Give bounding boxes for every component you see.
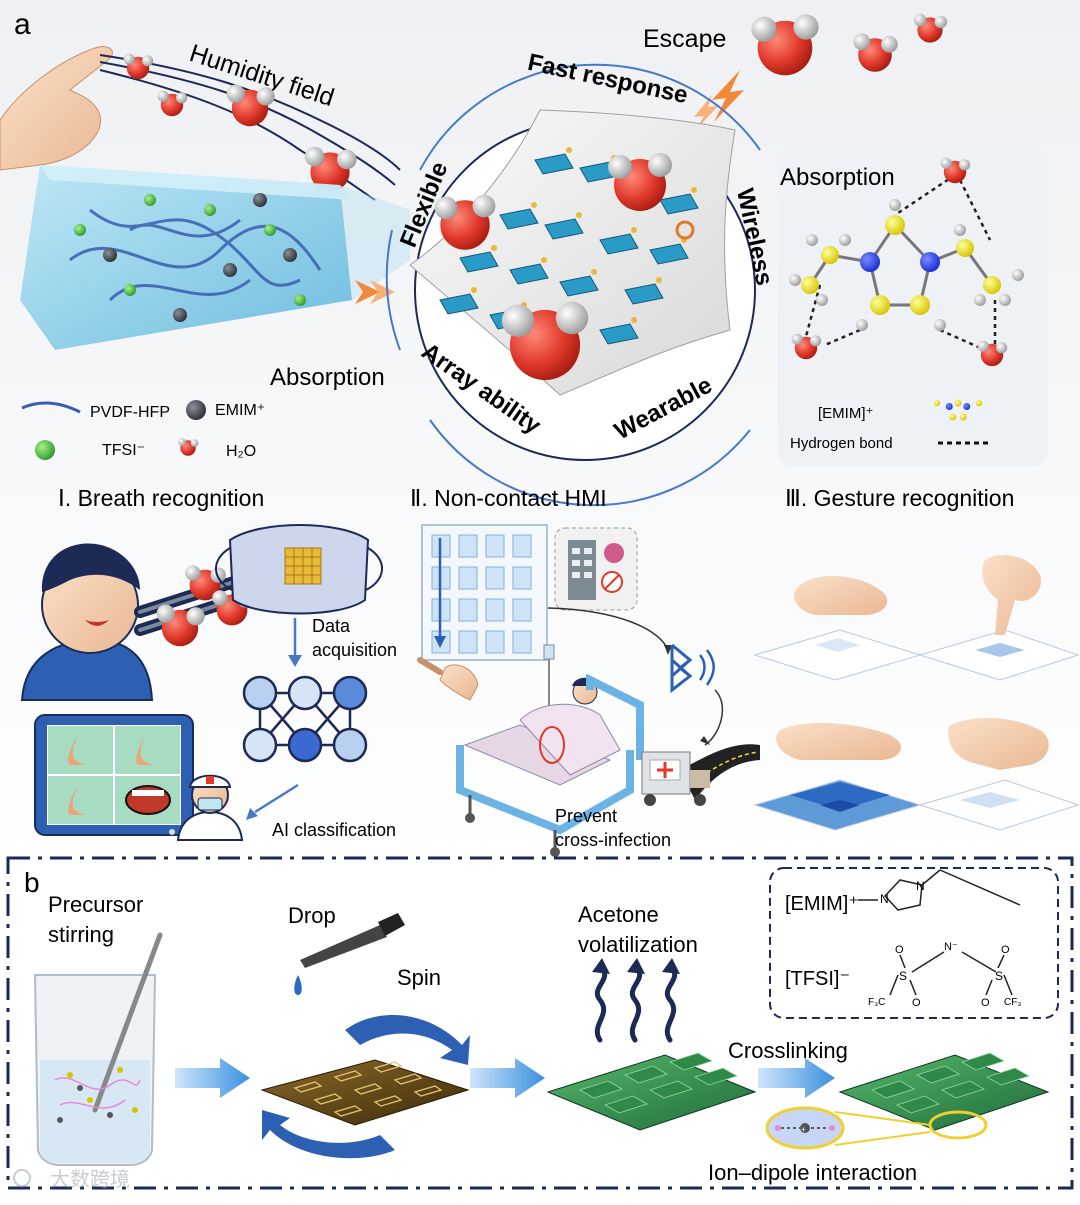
ai-classification-label: AI classification: [272, 820, 396, 840]
gesture-tile-3: [753, 723, 922, 831]
panel-b-frame: [6, 856, 1074, 1190]
hmi-illustration: Prevent cross-infection: [417, 524, 760, 857]
acetone-label-2: volatilization: [578, 932, 698, 957]
prevent-label-2: cross-infection: [555, 830, 671, 850]
finger-illustration: [0, 46, 113, 171]
chem-n-plus: N: [880, 892, 889, 906]
tfsi-structure: [889, 951, 1013, 996]
legend-pvdf-label: PVDF-HFP: [90, 404, 170, 421]
hospital-bed-icon: [456, 644, 644, 857]
process-arrow-3: [758, 1058, 835, 1098]
prevent-label-1: Prevent: [555, 806, 617, 826]
chem-o-4: O: [981, 997, 990, 1009]
absorption-label-left: Absorption: [270, 364, 385, 391]
process-arrow-2: [470, 1058, 545, 1098]
chem-s-right: S: [995, 969, 1003, 983]
absorption-label-right: Absorption: [780, 164, 895, 191]
section-gesture-title: Ⅲ. Gesture recognition: [785, 485, 1014, 511]
panel-a-label: a: [14, 8, 31, 41]
watermark-text: 大数跨境: [50, 1168, 130, 1191]
acetone-label-1: Acetone: [578, 902, 659, 927]
emim-structure: [858, 869, 1021, 911]
process-arrow-1: [175, 1058, 250, 1098]
legend-h2o-label: H₂O: [226, 443, 256, 460]
panel-b-label: b: [24, 867, 40, 898]
beaker-icon: [33, 932, 163, 1166]
chem-n: N: [916, 879, 925, 893]
ion-dipole-label: Ion–dipole interaction: [708, 1160, 917, 1185]
data-acquisition-label-1: Data: [312, 616, 351, 636]
hydrogen-bond-label: Hydrogen bond: [790, 435, 893, 452]
tablet-icon: [34, 714, 194, 836]
chem-o-1: O: [895, 944, 904, 956]
hydrogen-bonds: [803, 173, 997, 352]
escape-label: Escape: [643, 25, 726, 53]
humidity-field-lines: [99, 54, 401, 201]
watermark: 大数跨境: [13, 1168, 130, 1191]
chem-emim-label: [EMIM]⁺: [785, 893, 859, 915]
doctor-icon: [176, 774, 244, 841]
substrate-electrode-board: [260, 1059, 470, 1126]
spin-label: Spin: [397, 965, 441, 990]
coated-board: [546, 1052, 757, 1131]
absorption-arrow: [355, 280, 395, 304]
pipette-icon: [294, 913, 405, 995]
chem-o-3: O: [1001, 944, 1010, 956]
boy-icon: [20, 543, 154, 701]
mask-icon: [215, 524, 383, 615]
legend-pvdf-swatch: [21, 401, 81, 414]
precursor-label-1: Precursor: [48, 892, 143, 917]
precursor-label-2: stirring: [48, 922, 114, 947]
drop-label: Drop: [288, 903, 336, 928]
data-acquisition-label-2: acquisition: [312, 640, 397, 660]
section-breath-title: Ⅰ. Breath recognition: [58, 485, 264, 511]
breath-recognition-illustration: Data acquisition AI classification: [20, 524, 397, 841]
spin-arrow-bottom: [262, 1110, 395, 1159]
chem-o-2: O: [912, 997, 921, 1009]
gesture-tile-2: [918, 555, 1080, 681]
gesture-tile-1: [753, 575, 922, 681]
escape-arrow: [694, 70, 744, 130]
ion-dipole-zoom: +: [765, 1106, 845, 1150]
chem-cf3-right: CF₃: [1004, 997, 1021, 1008]
emim-icon: [933, 399, 983, 421]
legend-tfsi-swatch: [35, 440, 55, 460]
neural-network-icon: [242, 675, 368, 763]
chem-cf3-left: F₃C: [868, 997, 885, 1008]
section-hmi-title: Ⅱ. Non-contact HMI: [410, 485, 607, 511]
gel-block: [20, 165, 410, 350]
legend-tfsi-label: TFSI⁻: [102, 442, 145, 459]
delivery-robot-icon: [641, 744, 760, 806]
volatilization-arrows: [594, 965, 677, 1043]
crosslinking-label: Crosslinking: [728, 1038, 848, 1063]
chem-n-minus: N⁻: [944, 941, 958, 953]
crosslinked-board: [834, 1052, 1050, 1146]
chem-s-left: S: [899, 969, 907, 983]
bluetooth-icon: [670, 643, 715, 694]
legend-emim-swatch: [186, 400, 206, 420]
spin-arrow-top: [345, 1014, 470, 1065]
gesture-recognition-illustration: [753, 555, 1080, 831]
chem-tfsi-label: [TFSI]⁻: [785, 968, 850, 990]
legend: PVDF-HFP EMIM⁺ TFSI⁻ H₂O: [21, 400, 265, 460]
svg-text:+: +: [801, 1125, 806, 1134]
emim-label: [EMIM]⁺: [818, 405, 873, 422]
molecular-structure-panel: Absorption: [778, 148, 1048, 466]
legend-emim-label: EMIM⁺: [215, 402, 265, 419]
gesture-tile-4: [918, 718, 1080, 831]
watermark-logo-icon: [13, 1169, 31, 1187]
chemical-structure-box: [EMIM]⁺ N N [TFSI]⁻ N⁻ S S O O O O F₃C C…: [769, 867, 1059, 1019]
